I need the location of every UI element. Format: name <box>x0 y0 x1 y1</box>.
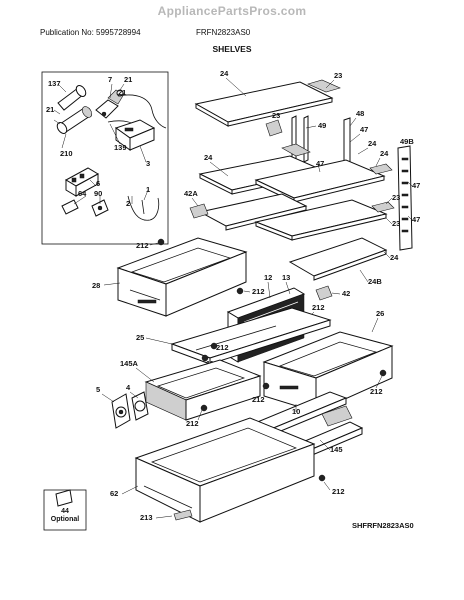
callout-4: 4 <box>126 383 131 392</box>
callout-6: 6 <box>96 179 100 188</box>
shelf-end-cap <box>307 79 341 93</box>
callout-7: 7 <box>108 75 112 84</box>
pilaster-49b <box>397 145 413 251</box>
glass-shelf-lower-left <box>198 193 308 231</box>
callout-24: 24 <box>220 69 229 78</box>
callout-47: 47 <box>412 181 420 190</box>
callout-48: 48 <box>356 109 364 118</box>
callout-12: 12 <box>264 273 272 282</box>
callout-26: 26 <box>376 309 384 318</box>
callout-49: 49 <box>318 121 326 130</box>
callout-64: 64 <box>78 189 87 198</box>
callout-1: 1 <box>146 185 150 194</box>
drawer-control-housing <box>144 359 262 421</box>
model-number: FRFN2823AS0 <box>196 28 251 37</box>
optional-text: Optional <box>50 516 80 523</box>
callout-24: 24 <box>204 153 213 162</box>
callout-212: 212 <box>332 487 345 496</box>
shelf-bracket <box>265 119 283 137</box>
callout-24: 24 <box>368 139 377 148</box>
callout-213: 213 <box>140 513 153 522</box>
glass-shelf-top <box>194 79 341 127</box>
callout-42a: 42A <box>184 189 198 198</box>
clip-42 <box>315 285 333 301</box>
callout-25: 25 <box>136 333 144 342</box>
wire-harness <box>117 94 167 129</box>
diagram-code: SHFRFN2823AS0 <box>352 521 414 530</box>
callout-24: 24 <box>390 253 399 262</box>
shelf-support-42a <box>189 203 209 219</box>
inset-frame <box>41 71 169 245</box>
callout-47: 47 <box>412 215 420 224</box>
callout-212: 212 <box>186 419 199 428</box>
site-watermark: AppliancePartsPros.com <box>157 4 307 18</box>
optional-label: 44 Optional <box>44 508 86 524</box>
callout-23: 23 <box>392 219 400 228</box>
callout-23: 23 <box>392 193 400 202</box>
publication-number: Publication No: 5995728994 <box>40 28 141 37</box>
callout-62: 62 <box>110 489 118 498</box>
callout-145: 145 <box>330 445 343 454</box>
callout-137: 137 <box>48 79 61 88</box>
callout-212: 212 <box>252 395 265 404</box>
optional-part-number: 44 <box>61 508 69 515</box>
callout-21: 21 <box>118 88 126 97</box>
callout-47: 47 <box>360 125 368 134</box>
callout-5: 5 <box>96 385 100 394</box>
callout-212: 212 <box>312 303 325 312</box>
callout-139: 139 <box>114 143 127 152</box>
wire-2 <box>127 195 160 221</box>
callout-212: 212 <box>370 387 383 396</box>
callout-212: 212 <box>136 241 149 250</box>
optional-part-box <box>43 489 87 531</box>
callout-212: 212 <box>216 343 229 352</box>
clip-part <box>61 199 109 217</box>
light-socket-part <box>95 89 125 119</box>
callout-23: 23 <box>334 71 342 80</box>
crisper-drawer-left <box>116 237 248 317</box>
callout-90: 90 <box>94 189 102 198</box>
callout-28: 28 <box>92 281 100 290</box>
control-knob-5 <box>111 393 131 429</box>
callout-145a: 145A <box>120 359 139 368</box>
callout-24: 24 <box>380 149 389 158</box>
callout-13: 13 <box>282 273 290 282</box>
callout-212: 212 <box>252 287 265 296</box>
callout-21: 21 <box>46 105 54 114</box>
callout-42: 42 <box>342 289 350 298</box>
glass-shelf-lower-right <box>254 199 395 241</box>
callout-210: 210 <box>60 149 73 158</box>
light-cylinder-part <box>56 85 93 134</box>
control-module-part <box>114 119 156 151</box>
callout-3: 3 <box>146 159 150 168</box>
callout-2: 2 <box>126 199 130 208</box>
clip-213 <box>173 509 193 521</box>
wire-1 <box>141 199 145 215</box>
screw-212 <box>157 238 165 246</box>
section-title: SHELVES <box>212 44 252 54</box>
callout-24b: 24B <box>368 277 382 286</box>
callout-23: 23 <box>272 111 280 120</box>
control-knob-4 <box>131 391 149 421</box>
callout-47: 47 <box>316 159 324 168</box>
optional-part-44 <box>55 489 73 507</box>
pilaster-slots <box>401 157 409 233</box>
switch-housing-part <box>64 167 100 197</box>
callout-21: 21 <box>124 75 132 84</box>
callout-49b: 49B <box>400 137 414 146</box>
glass-shelf-bottom-24b <box>288 237 388 281</box>
pantry-drawer-62 <box>134 417 316 523</box>
